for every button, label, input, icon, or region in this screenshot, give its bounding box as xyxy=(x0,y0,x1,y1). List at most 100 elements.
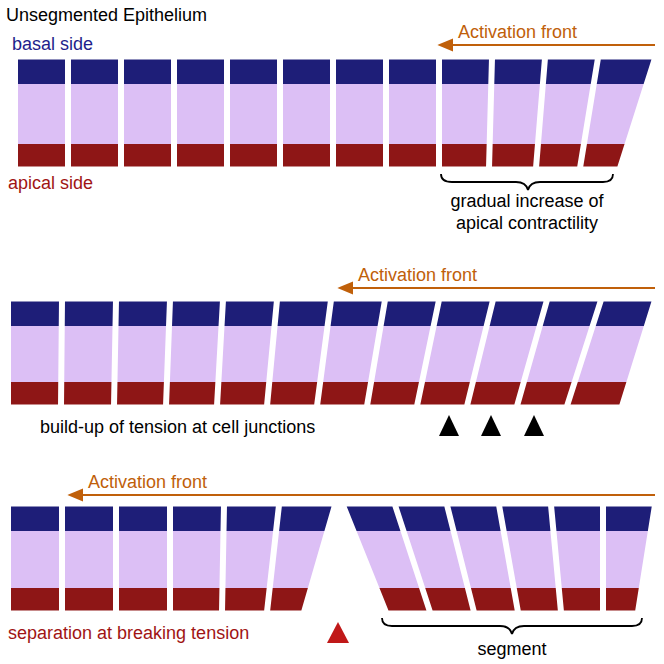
apical-band xyxy=(0,382,664,406)
cell xyxy=(0,505,664,612)
cell-border xyxy=(64,505,115,612)
apical-band xyxy=(0,382,664,406)
cell-border xyxy=(17,58,67,168)
side-label: apical side xyxy=(8,172,93,194)
cell xyxy=(0,300,664,406)
cell-border xyxy=(70,58,120,168)
activation-arrow xyxy=(80,494,655,496)
basal-band xyxy=(0,300,664,326)
apical-band xyxy=(0,588,664,612)
apical-band xyxy=(0,588,664,612)
cell xyxy=(0,300,664,406)
arrow-head xyxy=(340,283,352,293)
cell xyxy=(0,300,664,406)
apical-band xyxy=(0,588,664,612)
cell xyxy=(0,505,664,612)
apical-band xyxy=(0,588,664,612)
basal-band xyxy=(0,505,664,531)
cell-border xyxy=(229,58,279,168)
basal-band xyxy=(0,58,664,84)
note: gradual increase of apical contractility xyxy=(432,190,622,234)
apical-band xyxy=(0,144,664,168)
basal-band xyxy=(0,505,664,531)
cell xyxy=(0,300,664,406)
basal-band xyxy=(0,58,664,84)
cell-border xyxy=(605,505,654,612)
brace xyxy=(441,174,613,190)
red-triangle xyxy=(327,622,349,643)
apical-band xyxy=(0,144,664,168)
apical-band xyxy=(0,382,664,406)
apical-band xyxy=(0,588,664,612)
cell xyxy=(0,58,664,168)
black-triangle xyxy=(439,415,459,436)
basal-band xyxy=(0,505,664,531)
apical-band xyxy=(0,382,664,406)
cell-border xyxy=(582,58,654,168)
cell-border xyxy=(335,58,385,168)
cell xyxy=(0,505,664,612)
cell-border xyxy=(219,300,276,406)
arrow-head xyxy=(440,40,452,50)
cell-border xyxy=(176,58,226,168)
basal-band xyxy=(0,505,664,531)
apical-band xyxy=(0,144,664,168)
cell-border xyxy=(491,58,544,168)
apical-band xyxy=(0,588,664,612)
note: separation at breaking tension xyxy=(8,622,249,644)
cell-border xyxy=(118,505,169,612)
basal-band xyxy=(0,300,664,326)
arrow-head xyxy=(70,490,82,500)
arrow-label: Activation front xyxy=(458,21,577,43)
apical-band xyxy=(0,144,664,168)
apical-band xyxy=(0,382,664,406)
cell xyxy=(0,58,664,168)
black-triangle xyxy=(481,415,501,436)
cell xyxy=(0,58,664,168)
basal-band xyxy=(0,505,664,531)
cell-border xyxy=(553,505,602,612)
basal-band xyxy=(0,300,664,326)
apical-band xyxy=(0,588,664,612)
side-label: basal side xyxy=(12,33,93,55)
cell xyxy=(0,505,664,612)
epithelium xyxy=(0,58,664,612)
cell xyxy=(0,300,664,406)
cell xyxy=(0,58,664,168)
cell-border xyxy=(441,58,491,168)
activation-arrow xyxy=(450,44,655,46)
apical-band xyxy=(0,588,664,612)
basal-band xyxy=(0,300,664,326)
basal-band xyxy=(0,58,664,84)
cell xyxy=(0,300,664,406)
cell xyxy=(0,300,664,406)
cell-border xyxy=(168,300,222,406)
cell xyxy=(0,505,664,612)
cell xyxy=(0,505,664,612)
cell xyxy=(0,505,664,612)
cell xyxy=(0,58,664,168)
cell xyxy=(0,58,664,168)
arrow-label: Activation front xyxy=(88,471,207,493)
cell xyxy=(0,505,664,612)
apical-band xyxy=(0,382,664,406)
cell-border xyxy=(269,505,334,612)
cell-border xyxy=(501,505,560,612)
apical-band xyxy=(0,382,664,406)
brace xyxy=(382,618,642,634)
cell-border xyxy=(63,300,115,406)
cell xyxy=(0,505,664,612)
cell-border xyxy=(388,58,438,168)
cell xyxy=(0,300,664,406)
apical-band xyxy=(0,588,664,612)
apical-band xyxy=(0,382,664,406)
cell-border xyxy=(10,300,61,406)
cell-border xyxy=(123,58,173,168)
apical-band xyxy=(0,588,664,612)
cell-border xyxy=(172,505,223,612)
cell xyxy=(0,58,664,168)
apical-band xyxy=(0,588,664,612)
cell xyxy=(0,300,664,406)
